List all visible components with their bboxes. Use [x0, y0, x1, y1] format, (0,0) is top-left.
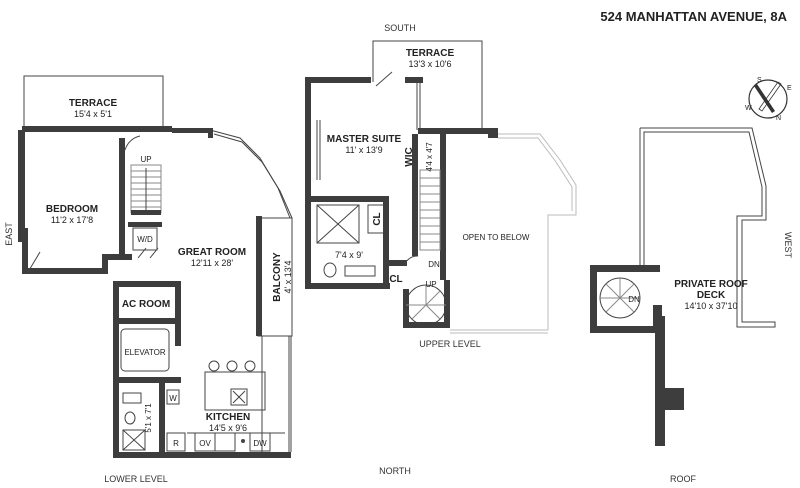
roof-deck-name: PRIVATE ROOF [674, 279, 748, 290]
upper-shower [316, 204, 360, 244]
upper-toilet-icon [323, 262, 337, 278]
roof-stairs-dn: DN [628, 295, 640, 304]
lower-bath-dim: 5'1 x 7'1 [144, 403, 153, 433]
elevator-name: ELEVATOR [124, 348, 166, 357]
compass-w: W [745, 105, 752, 112]
upper-level-plan: SOUTH [305, 23, 577, 476]
upper-level-label: UPPER LEVEL [419, 339, 481, 349]
lower-terrace-name: TERRACE [69, 98, 118, 109]
roof-deck-dim: 14'10 x 37'10 [685, 301, 738, 311]
lower-shower [122, 429, 146, 451]
oven-label: OV [199, 439, 211, 448]
lower-west-wall [18, 130, 25, 230]
bedroom-dim: 11'2 x 17'8 [51, 215, 93, 225]
closet-label-1: CL [372, 212, 383, 225]
upper-terrace-dim: 13'3 x 10'6 [409, 59, 452, 69]
roof-level-label: ROOF [670, 474, 697, 484]
lower-south-wall [113, 452, 291, 458]
elevator-car [120, 328, 170, 372]
upper-spiral-up: UP [425, 280, 436, 289]
open-to-below-label: OPEN TO BELOW [463, 233, 530, 242]
upper-terrace-name: TERRACE [406, 48, 455, 59]
great-room-dim: 12'11 x 28' [191, 258, 234, 268]
roof-plan: PRIVATE ROOF DECK 14'10 x 37'10 DN WEST … [590, 127, 793, 484]
washer-dryer-label: W/D [137, 235, 153, 244]
balcony-dim: 4' x 13'4 [283, 261, 293, 294]
compass-s: S [757, 77, 762, 84]
balcony-name: BALCONY [272, 252, 283, 302]
north-label: NORTH [379, 466, 411, 476]
compass-n: N [776, 115, 781, 122]
compass-e: E [787, 85, 792, 92]
dishwasher-label: DW [253, 439, 267, 448]
south-label: SOUTH [384, 23, 416, 33]
property-title: 524 MANHATTAN AVENUE, 8A [600, 9, 787, 24]
lower-terrace-dim: 15'4 x 5'1 [74, 109, 112, 119]
lower-stairs-up: UP [140, 155, 151, 164]
lower-toilet-icon [124, 411, 136, 425]
lower-north-wall [22, 126, 172, 132]
kitchen-name: KITCHEN [206, 412, 250, 423]
upper-west-wall [305, 77, 311, 289]
lower-level-label: LOWER LEVEL [104, 474, 168, 484]
upper-terrace-outline [372, 40, 483, 128]
kitchen-island [204, 371, 266, 411]
lower-level-plan: TERRACE 15'4 x 5'1 BEDROOM 11'2 x 17'8 U… [4, 75, 293, 484]
washer-label: W [169, 394, 177, 403]
wic-name: WIC [404, 147, 415, 166]
compass-rose-icon: S N E W [745, 77, 792, 122]
wic-dim: 4'4 x 4'7 [425, 142, 434, 172]
roof-deck-outline [640, 127, 776, 328]
bedroom-name: BEDROOM [46, 204, 98, 215]
east-label: EAST [4, 222, 14, 246]
great-room-name: GREAT ROOM [178, 247, 246, 258]
open-to-below-outline [498, 133, 577, 330]
fridge-label: R [173, 439, 179, 448]
upper-bath-dim: 7'4 x 9' [335, 250, 363, 260]
kitchen-dim: 14'5 x 9'6 [209, 423, 247, 433]
closet-label-2: CL [389, 274, 402, 285]
ac-room-name: AC ROOM [122, 299, 170, 310]
master-suite-name: MASTER SUITE [327, 134, 402, 145]
lower-terrace-outline [23, 75, 164, 128]
roof-deck-name-2: DECK [697, 290, 726, 301]
west-label: WEST [783, 232, 793, 259]
upper-stairs-dn: DN [428, 260, 440, 269]
master-suite-dim: 11' x 13'9 [345, 145, 382, 155]
